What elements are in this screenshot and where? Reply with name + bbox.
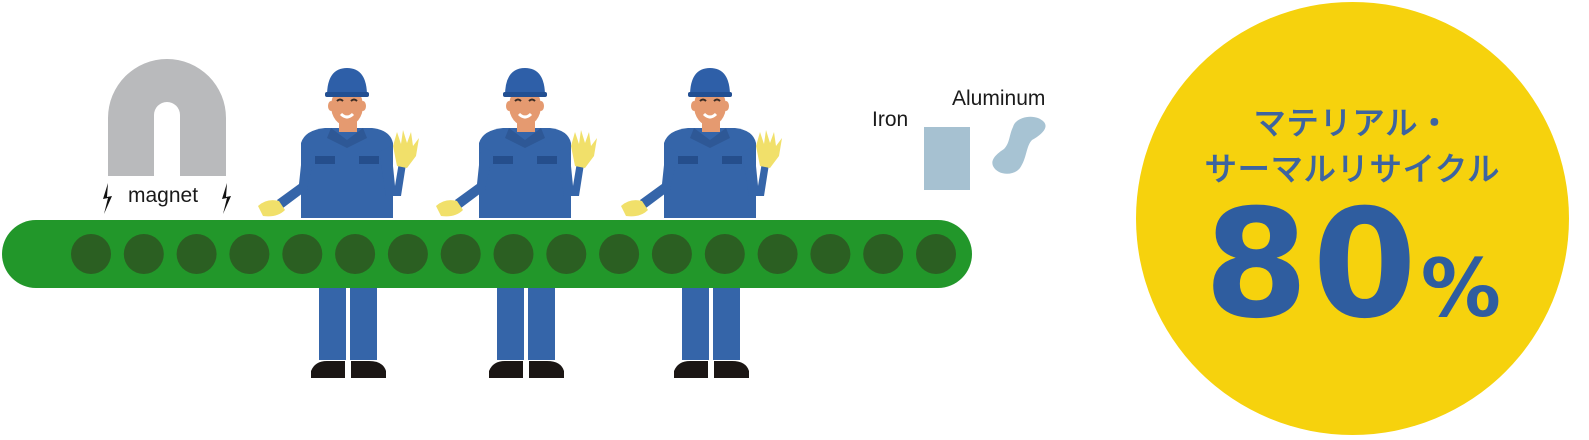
- magnet-icon: [108, 59, 226, 176]
- roller: [704, 234, 745, 274]
- badge-line-2: サーマルリサイクル: [1204, 150, 1501, 188]
- roller: [335, 234, 376, 274]
- roller: [493, 234, 534, 274]
- worker-icon: [436, 68, 597, 378]
- badge-line-1: マテリアル・: [1253, 104, 1452, 142]
- roller: [651, 234, 692, 274]
- conveyor-rollers: [71, 234, 956, 274]
- lightning-icon: [103, 183, 112, 214]
- roller: [440, 234, 481, 274]
- roller: [123, 234, 164, 274]
- roller: [71, 234, 111, 274]
- rate-unit: %: [1420, 242, 1501, 335]
- recycle-rate-badge: マテリアル・ サーマルリサイクル 80%: [1136, 2, 1569, 435]
- roller: [176, 234, 217, 274]
- roller: [229, 234, 270, 274]
- iron-block-icon: [924, 127, 970, 190]
- aluminum-can-icon: [992, 116, 1046, 174]
- roller: [916, 234, 956, 274]
- recycle-rate-value: 80%: [1136, 190, 1569, 340]
- iron-label: Iron: [872, 108, 909, 131]
- roller: [810, 234, 851, 274]
- roller: [546, 234, 587, 274]
- aluminum-label: Aluminum: [952, 87, 1046, 110]
- roller: [757, 234, 798, 274]
- roller: [863, 234, 904, 274]
- roller: [387, 234, 428, 274]
- roller: [282, 234, 323, 274]
- magnet-label: magnet: [128, 184, 199, 207]
- rate-number: 80: [1204, 178, 1421, 352]
- lightning-icon: [222, 183, 231, 214]
- roller: [599, 234, 640, 274]
